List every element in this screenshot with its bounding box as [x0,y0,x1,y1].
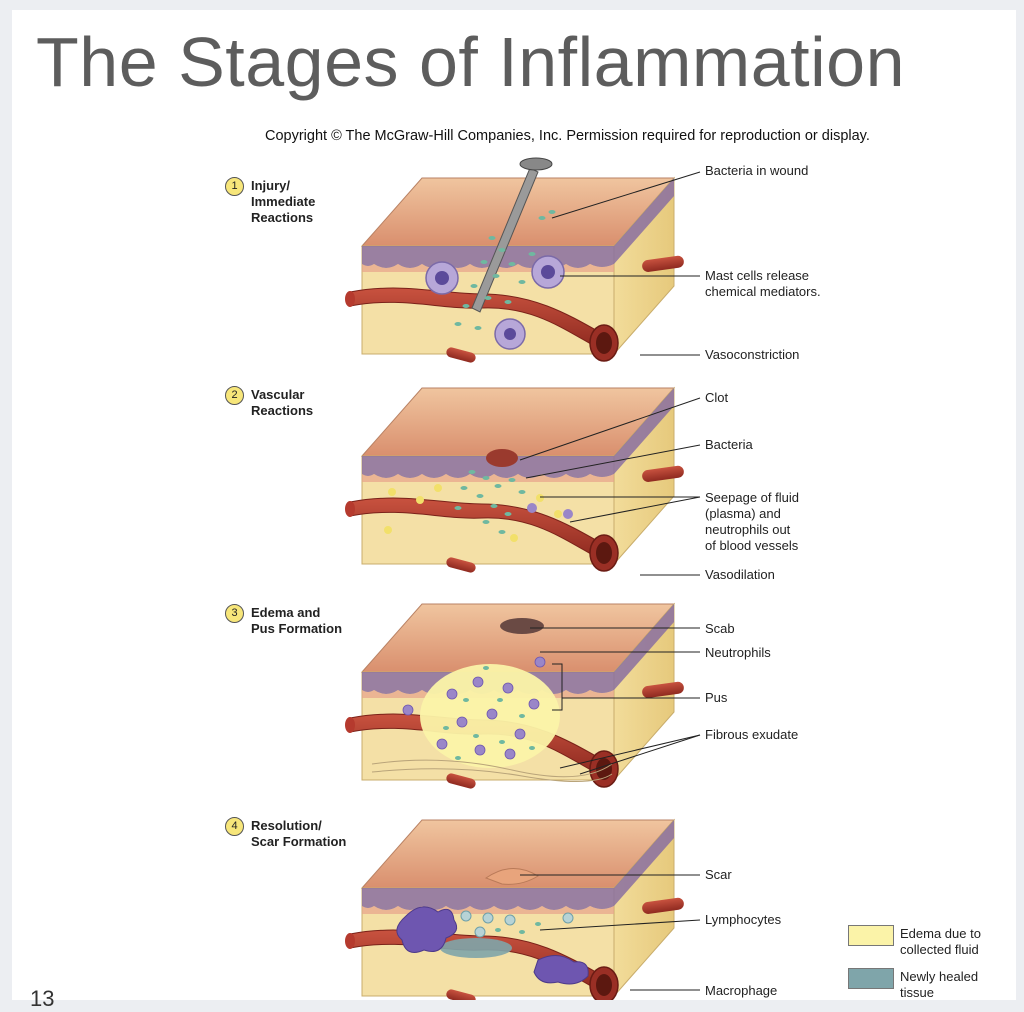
callout-clot: Clot [705,390,729,405]
copyright-notice: Copyright © The McGraw-Hill Companies, I… [265,128,870,144]
callout-pus: Pus [705,690,728,705]
callout-macrophage: Macrophage [705,983,778,998]
stage1-tissue-block [344,157,686,365]
legend-label-healed-tissue: Newly healed tissue [900,969,979,1000]
callout-lymphocytes: Lymphocytes [705,912,782,927]
callout-seepage: Seepage of fluid (plasma) and neutrophil… [705,490,799,553]
callout-vasoconstriction: Vasoconstriction [705,347,800,362]
stage3-number: 3 [225,604,244,623]
stage1-number: 1 [225,177,244,196]
stage2-tissue-block [344,387,686,575]
callout-bacteria-in-wound: Bacteria in wound [705,163,809,178]
callout-neutrophils: Neutrophils [705,645,771,660]
stage3-tissue-block [344,603,686,791]
legend-label-edema: Edema due to collected fluid [900,926,981,957]
slide-page-number: 13 [30,986,55,1011]
legend-swatch-edema [848,925,894,946]
callout-scar: Scar [705,867,732,882]
callout-vasodilation: Vasodilation [705,567,775,582]
stage2-label: Vascular Reactions [251,387,314,418]
callout-scab: Scab [705,621,735,636]
stage2-number: 2 [225,386,244,405]
stage3-label: Edema and Pus Formation [251,605,343,636]
callout-fibrous-exudate: Fibrous exudate [705,727,799,742]
leader-lines [519,171,701,991]
callout-mast-cells: Mast cells release chemical mediators. [705,268,821,299]
stage4-label: Resolution/ Scar Formation [251,818,347,849]
callout-bacteria: Bacteria [705,437,753,452]
legend-swatch-healed-tissue [848,968,894,989]
stage1-label: Injury/ Immediate Reactions [251,178,316,225]
stage4-tissue-block [344,819,686,1000]
page-title: The Stages of Inflammation [36,23,905,101]
stage4-number: 4 [225,817,244,836]
